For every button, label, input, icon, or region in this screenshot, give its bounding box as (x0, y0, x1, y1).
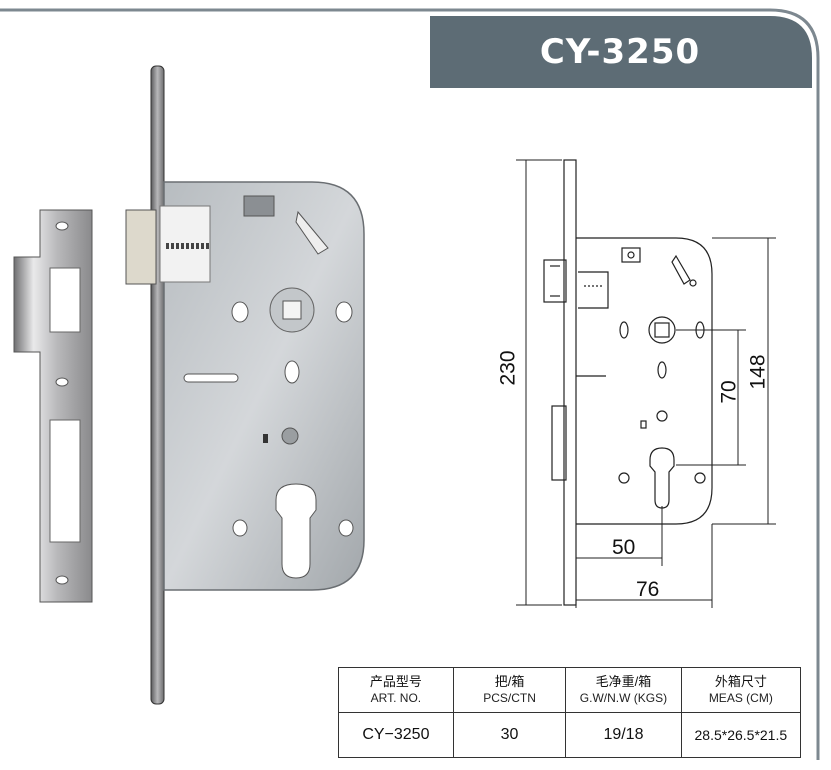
dim-case-height: 148 (746, 354, 770, 390)
cell-art-no: CY−3250 (338, 712, 454, 758)
spec-data-row: CY−3250 30 19/18 28.5*26.5*21.5 (338, 712, 802, 758)
drawing-faceplate (563, 159, 577, 606)
title-banner (430, 16, 812, 88)
product-photo (13, 65, 365, 705)
cell-pcs-ctn: 30 (452, 712, 567, 758)
model-title: CY-3250 (539, 32, 701, 72)
cell-weight: 19/18 (565, 712, 682, 758)
dim-backset: 50 (612, 536, 636, 559)
strike-plate (13, 209, 93, 603)
dim-case-width: 76 (636, 578, 660, 601)
latch-bolt (125, 209, 157, 285)
lock-faceplate (150, 65, 165, 705)
dim-total-height: 230 (496, 350, 520, 386)
dim-centers: 70 (717, 380, 741, 404)
lock-case (159, 181, 365, 591)
technical-drawing (516, 159, 776, 608)
drawing-case (576, 237, 713, 525)
cell-meas: 28.5*26.5*21.5 (680, 712, 802, 758)
